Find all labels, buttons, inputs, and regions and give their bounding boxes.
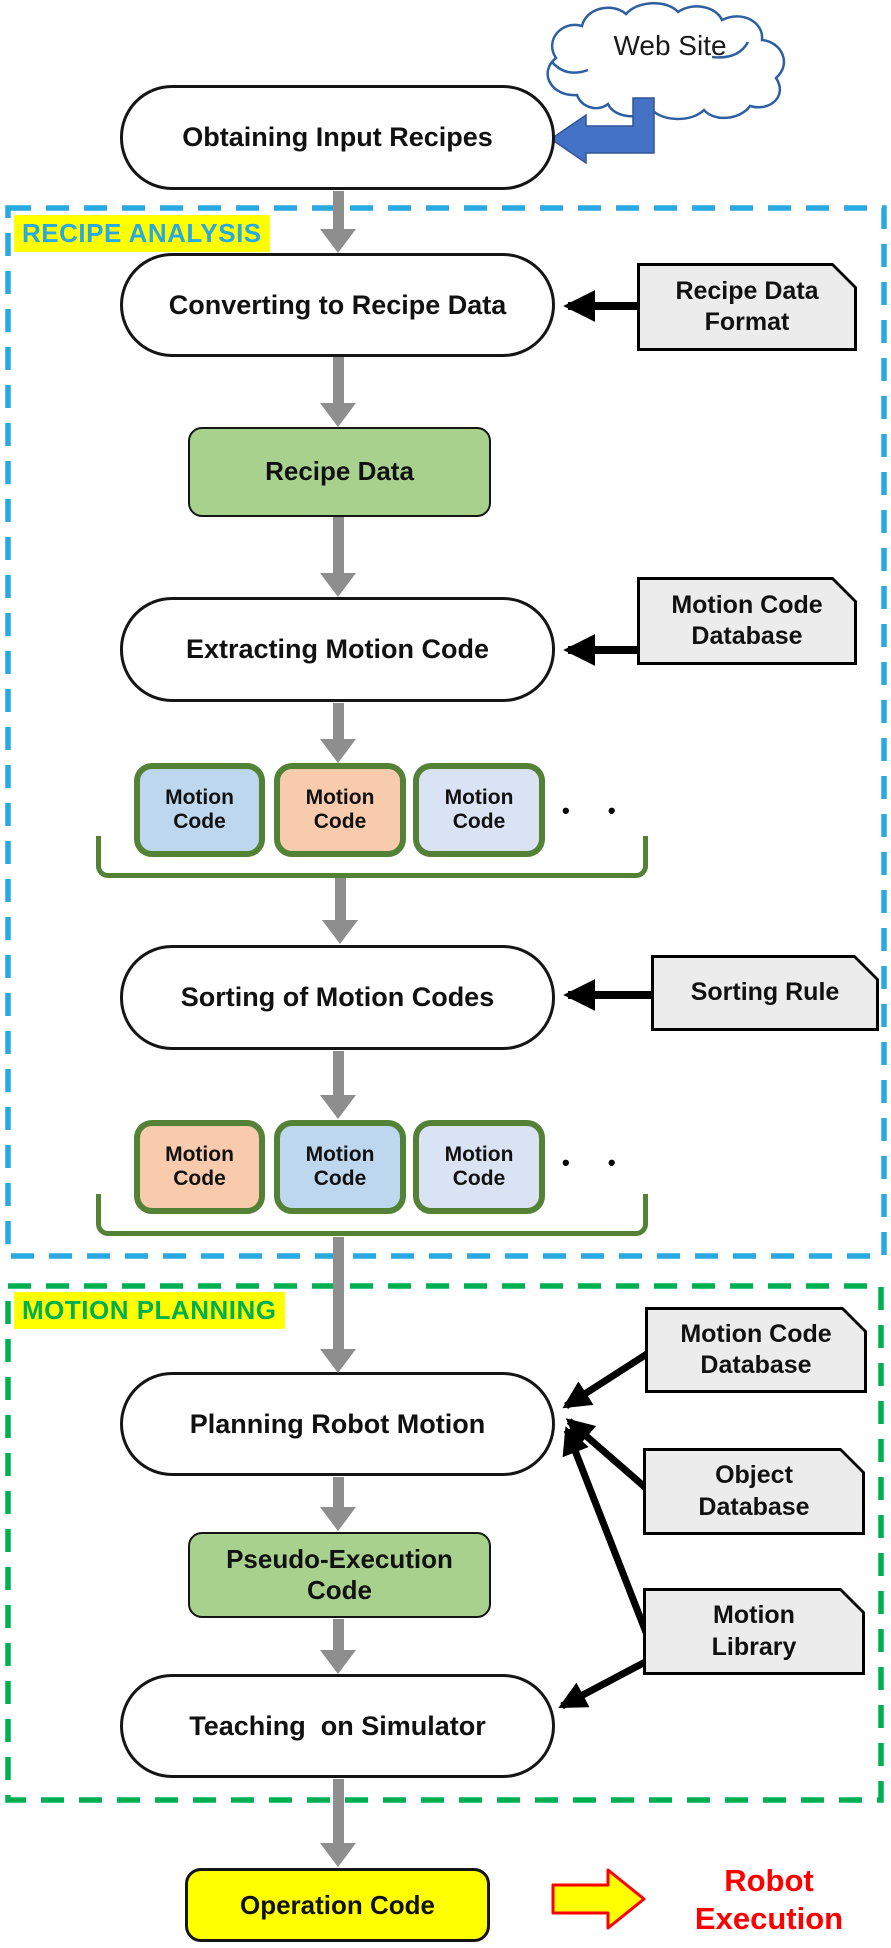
note-motion-library-label: Motion Library xyxy=(646,1591,862,1672)
flow-arrow xyxy=(320,703,356,763)
motion-code-chip: Motion Code xyxy=(134,763,265,857)
node-converting-to-recipe-data: Converting to Recipe Data xyxy=(120,253,555,357)
note-object-database-label: Object Database xyxy=(646,1451,862,1532)
robot-execution-label: Robot Execution xyxy=(694,1863,844,1936)
arrow-motion-library-to-teaching xyxy=(558,1656,651,1710)
node-sorting-of-motion-codes: Sorting of Motion Codes xyxy=(120,945,555,1050)
robot-execution-arrow xyxy=(551,1868,646,1930)
node-teaching-on-simulator: Teaching on Simulator xyxy=(120,1674,555,1778)
note-recipe-data-format-label: Recipe Data Format xyxy=(640,266,854,348)
flow-arrow xyxy=(320,1619,356,1674)
note-motion-code-database-1: Motion Code Database xyxy=(637,577,857,665)
recipe-analysis-section-label: RECIPE ANALYSIS xyxy=(14,215,270,252)
note-motion-code-database-2-label: Motion Code Database xyxy=(648,1310,864,1390)
cloud-inner-arc-right xyxy=(711,41,750,59)
note-sorting-rule-label: Sorting Rule xyxy=(654,958,876,1028)
cloud-inner-arc-left xyxy=(551,61,589,74)
flow-arrow xyxy=(320,357,356,427)
flow-arrow xyxy=(320,517,356,597)
flow-arrow xyxy=(322,878,358,944)
flow-arrow xyxy=(320,1477,356,1531)
flow-arrow xyxy=(320,1051,356,1119)
motion-code-chip: Motion Code xyxy=(274,1120,406,1214)
arrow-motion-library-to-planning xyxy=(562,1426,653,1642)
node-extracting-motion-code: Extracting Motion Code xyxy=(120,597,555,702)
node-operation-code: Operation Code xyxy=(185,1868,490,1942)
arrow-motion-code-database-2 xyxy=(562,1349,652,1409)
note-sorting-rule: Sorting Rule xyxy=(651,955,879,1031)
group-bracket xyxy=(96,836,648,878)
web-to-recipes-arrow xyxy=(549,97,655,165)
web-site-label: Web Site xyxy=(613,30,727,61)
note-object-database: Object Database xyxy=(643,1448,865,1535)
flow-arrow xyxy=(320,191,356,253)
motion-code-chip: Motion Code xyxy=(274,763,406,857)
motion-planning-section-label: MOTION PLANNING xyxy=(14,1292,285,1329)
ellipsis-dots: • • xyxy=(562,798,632,823)
motion-planning-section-border xyxy=(5,1283,884,1803)
node-obtaining-input-recipes: Obtaining Input Recipes xyxy=(120,85,555,190)
node-pseudo-execution-code: Pseudo-Execution Code xyxy=(188,1532,491,1618)
note-motion-code-database-2: Motion Code Database xyxy=(645,1307,867,1393)
recipe-analysis-section-border xyxy=(5,205,887,1259)
node-recipe-data: Recipe Data xyxy=(188,427,491,517)
ellipsis-dots: • • xyxy=(562,1150,632,1175)
note-motion-library: Motion Library xyxy=(643,1588,865,1675)
arrow-object-database xyxy=(565,1418,650,1492)
note-recipe-data-format: Recipe Data Format xyxy=(637,263,857,351)
node-planning-robot-motion: Planning Robot Motion xyxy=(120,1372,555,1476)
motion-code-chip: Motion Code xyxy=(413,1120,545,1214)
motion-code-chip: Motion Code xyxy=(413,763,545,857)
group-bracket xyxy=(96,1194,648,1236)
flow-arrow xyxy=(320,1237,356,1373)
flow-arrow xyxy=(320,1779,356,1867)
note-motion-code-database-1-label: Motion Code Database xyxy=(640,580,854,662)
motion-code-chip: Motion Code xyxy=(134,1120,265,1214)
